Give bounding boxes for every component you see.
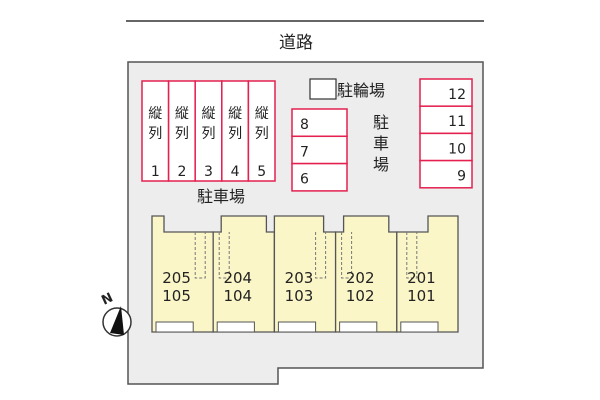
unit-balcony [155, 321, 194, 333]
right-stall-number: 12 [448, 87, 466, 103]
vertical-parking-stall [167, 80, 196, 182]
parking-lot-vertical-label: 駐車場 [373, 113, 389, 174]
vertical-stall-label-char: 列 [255, 126, 269, 142]
compass-needle-icon [110, 306, 124, 335]
middle-parking-stall [291, 135, 348, 165]
compass-north-label: N [99, 290, 115, 308]
unit-stair-outline [315, 232, 327, 279]
parking-lot-label: 駐車場 [197, 187, 245, 206]
vertical-stall-number: 3 [204, 164, 213, 180]
north-compass: N [99, 290, 132, 337]
right-parking-stall [419, 78, 473, 107]
unit-stair-outline [406, 232, 418, 279]
right-stall-number: 11 [448, 114, 466, 130]
unit-stair-outline [194, 232, 206, 279]
unit-balcony [339, 321, 378, 333]
road-label: 道路 [279, 33, 313, 53]
vertical-stall-label-char: 列 [228, 126, 242, 142]
right-stall-number: 10 [448, 141, 466, 157]
vertical-parking-stall [194, 80, 223, 182]
unit-upper-number: 204 [223, 269, 252, 287]
unit-lower-number: 103 [285, 287, 314, 305]
middle-stall-number: 6 [300, 172, 309, 188]
unit-upper-number: 205 [162, 269, 191, 287]
vertical-parking-stall [247, 80, 276, 182]
vertical-stall-label-char: 列 [175, 126, 189, 142]
parking-lot-vertical-label-char: 駐 [373, 113, 389, 132]
unit-balcony [400, 321, 439, 333]
vertical-stall-number: 1 [151, 164, 160, 180]
apartment-unit [396, 215, 459, 333]
parking-lot-vertical-label-char: 場 [373, 155, 389, 174]
middle-stall-number: 8 [300, 117, 309, 133]
middle-parking-stalls: 8 7 6 [291, 108, 348, 192]
unit-balcony [216, 321, 255, 333]
right-parking-stall [419, 159, 473, 189]
vertical-stall-label-char: 縦 [202, 106, 216, 122]
right-stall-number: 9 [457, 169, 466, 185]
unit-lower-number: 104 [223, 287, 252, 305]
unit-upper-number: 201 [407, 269, 436, 287]
vertical-stall-label-char: 縦 [148, 106, 162, 122]
vertical-stall-number: 4 [231, 164, 240, 180]
unit-upper-number: 202 [346, 269, 375, 287]
unit-lower-number: 105 [162, 287, 191, 305]
parking-lot-vertical-label-char: 車 [373, 134, 389, 153]
vertical-stall-label-char: 列 [202, 126, 216, 142]
bicycle-parking-box [309, 78, 337, 100]
bicycle-parking-label: 駐輪場 [337, 81, 385, 100]
vertical-stall-number: 5 [257, 164, 266, 180]
right-parking-stalls: 12 11 10 9 [419, 78, 473, 189]
unit-upper-number: 203 [285, 269, 314, 287]
unit-lower-number: 101 [407, 287, 436, 305]
middle-stall-number: 7 [300, 144, 309, 160]
right-parking-stall [419, 132, 473, 162]
vertical-stall-number: 2 [177, 164, 186, 180]
vertical-stall-label-char: 縦 [175, 106, 189, 122]
vertical-parking-stall [141, 80, 170, 182]
vertical-stall-label-char: 列 [148, 126, 162, 142]
unit-balcony [277, 321, 317, 333]
unit-lower-number: 102 [346, 287, 375, 305]
vertical-stall-label-char: 縦 [255, 106, 269, 122]
unit-stair-outline [218, 232, 230, 279]
unit-stair-outline [341, 232, 353, 279]
vertical-stall-label-char: 縦 [228, 106, 242, 122]
middle-parking-stall [291, 162, 348, 192]
